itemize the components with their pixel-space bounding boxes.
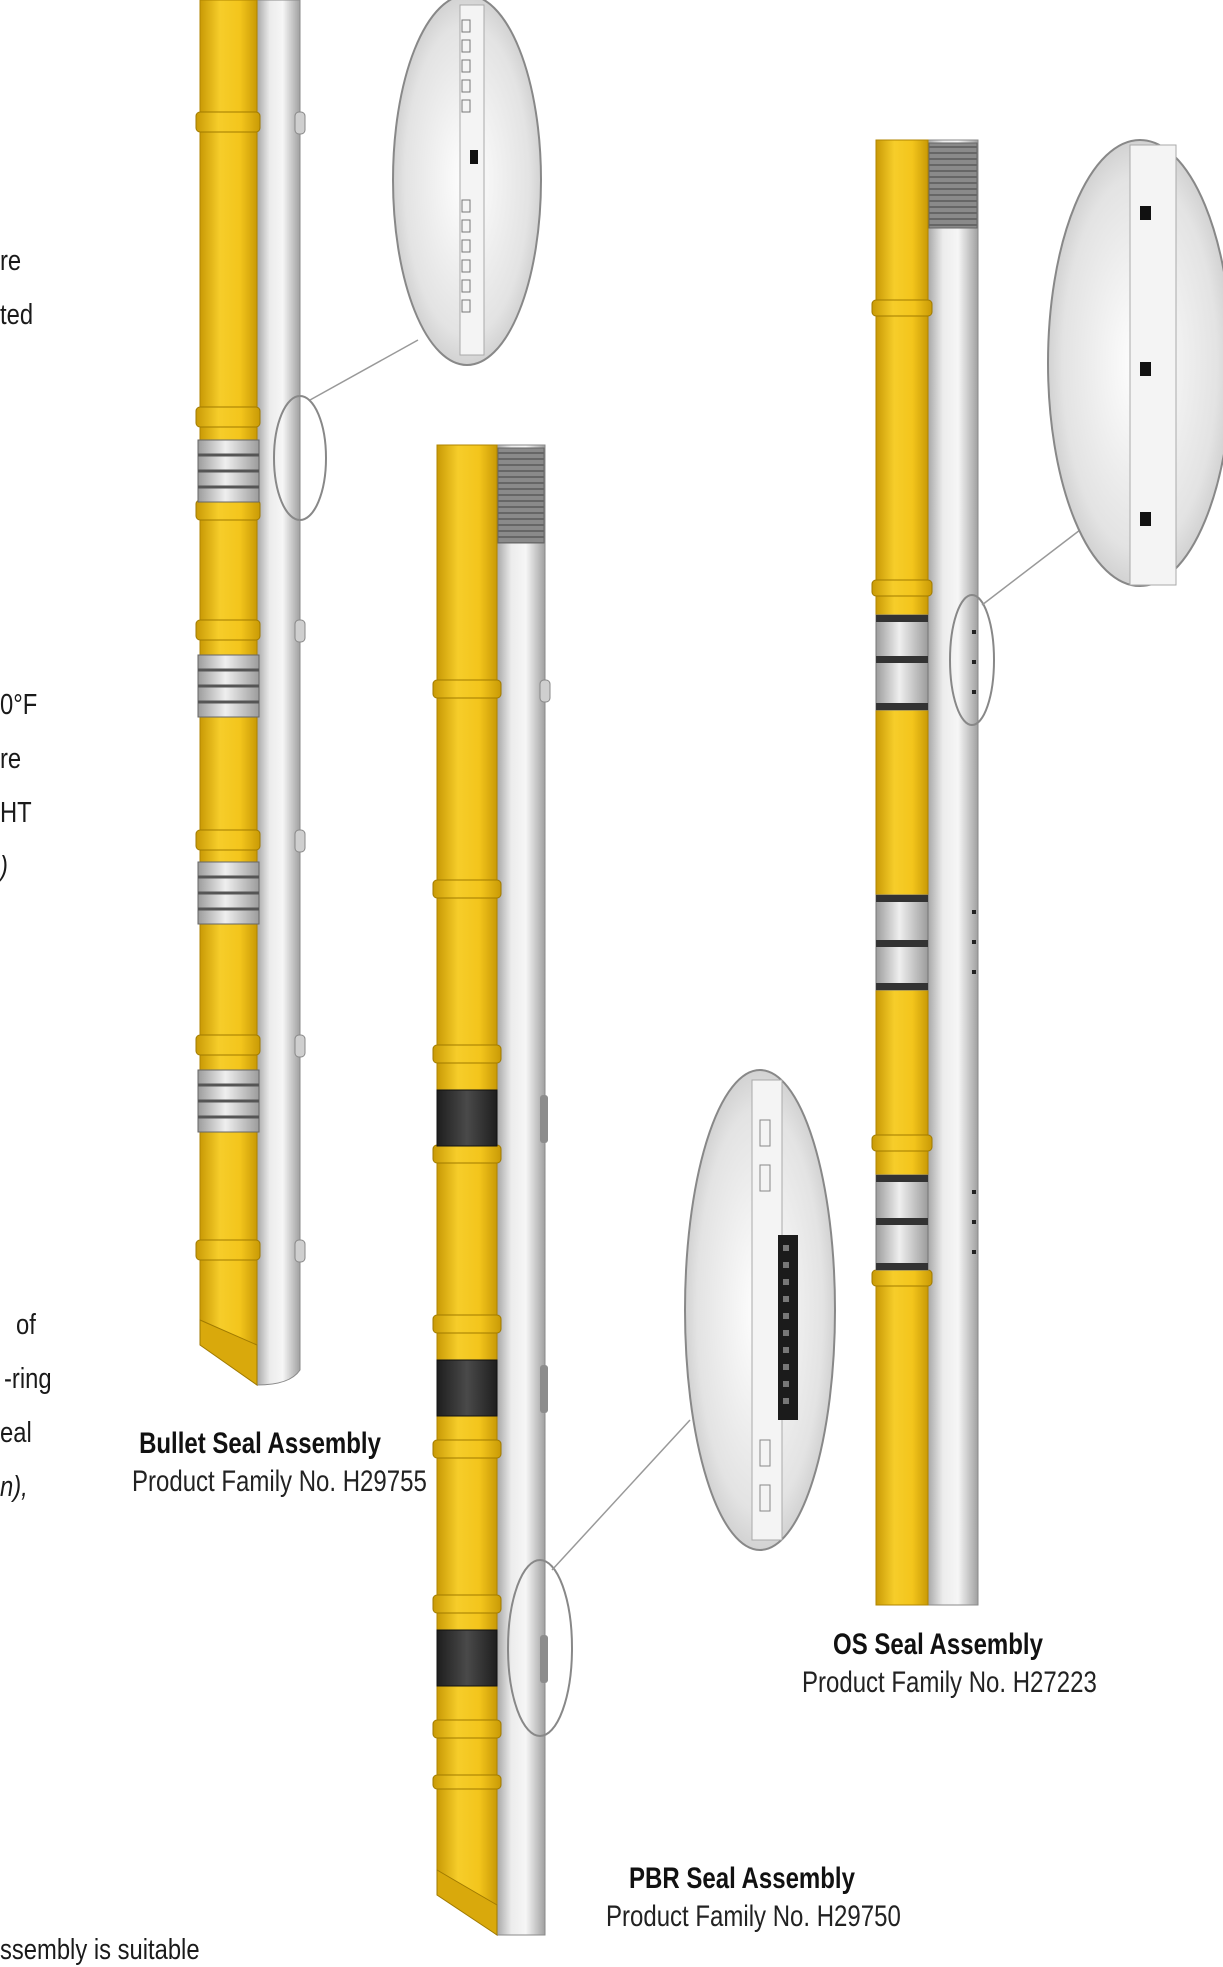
text-fragment: re [0,245,22,277]
caption-title: Bullet Seal Assembly [139,1427,381,1460]
text-fragment: of [16,1309,36,1341]
caption-subtitle: Product Family No. H27223 [802,1666,1097,1699]
text-fragment: HT [0,797,32,829]
text-fragment: 0°F [0,689,38,721]
pbr-seal-assembly-tool [432,444,836,1936]
caption-subtitle: Product Family No. H29755 [132,1465,427,1498]
bullet-seal-caption: Bullet Seal Assembly Product Family No. … [100,1425,427,1501]
pbr-seal-caption: PBR Seal Assembly Product Family No. H29… [572,1860,912,1936]
text-fragment: ted [0,299,34,331]
text-fragment: re [0,743,22,775]
text-fragment: n), [0,1471,28,1503]
caption-title: OS Seal Assembly [833,1628,1043,1661]
caption-title: PBR Seal Assembly [629,1862,855,1895]
text-fragment: eal [0,1417,32,1449]
os-seal-assembly-tool [871,139,1223,1606]
caption-subtitle: Product Family No. H29750 [606,1900,901,1933]
os-seal-caption: OS Seal Assembly Product Family No. H272… [768,1626,1108,1702]
bullet-seal-assembly-tool [195,0,542,1387]
text-fragment: -ring [4,1363,52,1395]
text-fragment: ) [0,851,8,883]
text-fragment: ssembly is suitable [0,1934,200,1966]
